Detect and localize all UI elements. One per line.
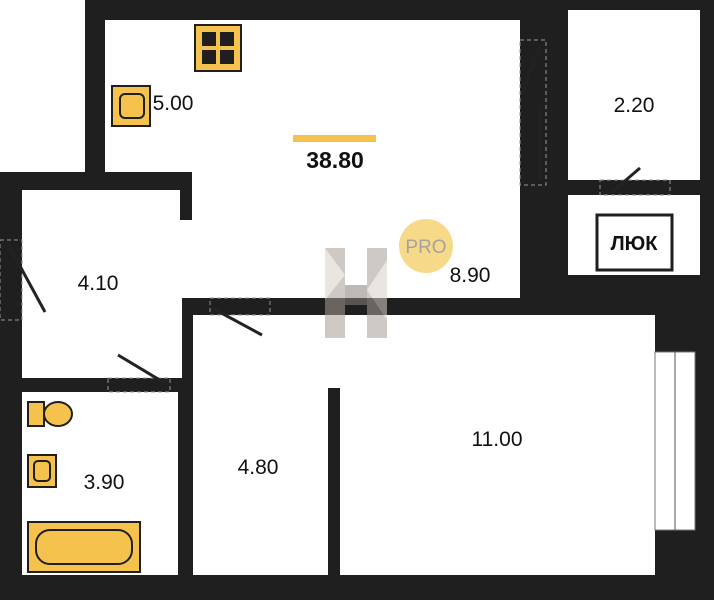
total-underline (293, 135, 376, 142)
room-area-bedroom: 11.00 (472, 428, 523, 451)
stove-icon (194, 24, 242, 72)
door-bedroom (209, 297, 271, 316)
room-area-bathroom: 3.90 (84, 471, 125, 494)
wall-horizontal (85, 172, 192, 190)
room-area-living: 8.90 (450, 264, 491, 287)
total-area: 38.80 (306, 147, 364, 173)
balcony-door (519, 39, 547, 186)
room-area-bedroom-small: 4.80 (238, 456, 279, 479)
room-closet (568, 10, 700, 180)
bathtub-icon (27, 521, 141, 573)
door-bathroom (107, 377, 171, 393)
wall-stub (180, 190, 192, 220)
room-bedrooms (193, 315, 655, 575)
room-area-closet: 2.20 (614, 94, 655, 117)
hatch-box (595, 213, 674, 272)
window-left (0, 239, 23, 321)
room-area-hall: 4.10 (78, 272, 119, 295)
hatch-label: ЛЮК (611, 233, 659, 255)
pro-badge (399, 219, 453, 273)
door-closet (599, 179, 671, 196)
pro-badge-text: PRO (405, 237, 446, 258)
bathroom-sink-icon (27, 454, 57, 488)
watermark-logo (325, 248, 387, 338)
partition (328, 388, 340, 575)
toilet-icon (27, 401, 73, 427)
kitchen-sink-icon (111, 85, 151, 127)
room-area-kitchen: 5.00 (153, 92, 194, 115)
room-hall (22, 190, 182, 378)
